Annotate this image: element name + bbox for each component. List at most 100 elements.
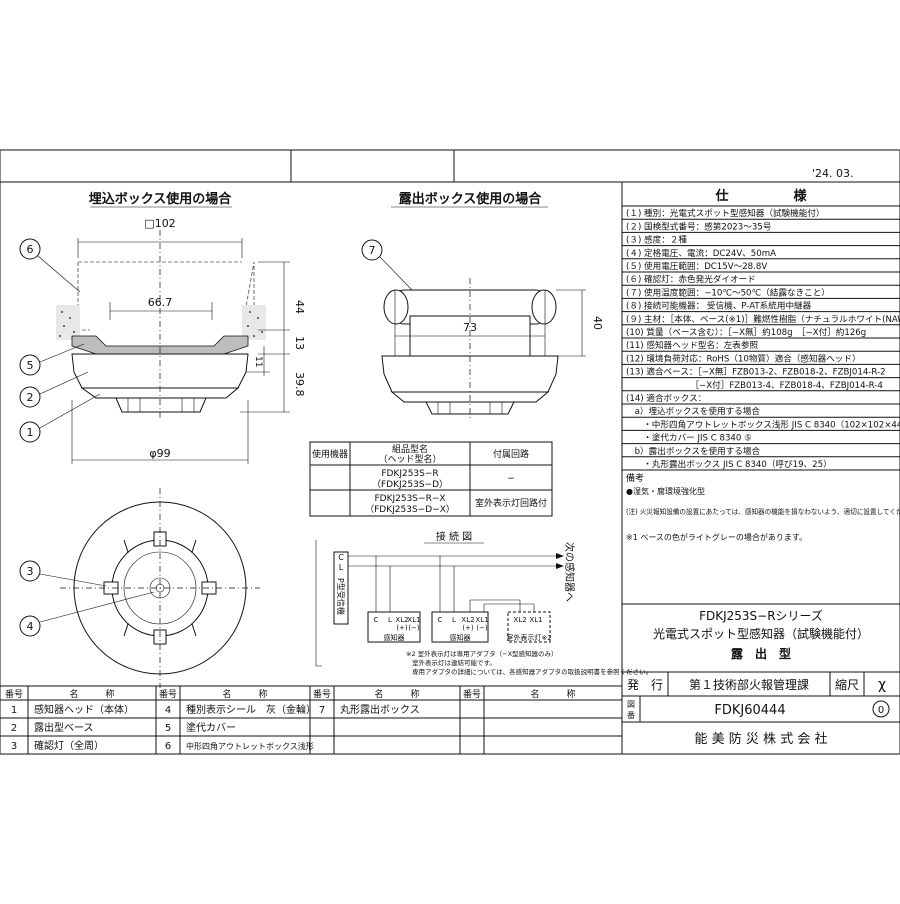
spec-row: (10) 質量（ベース含む）：［−X無］約108g ［−X付］約126g [626, 326, 866, 338]
svg-text:室外表示灯は連結可能です。: 室外表示灯は連結可能です。 [412, 658, 496, 667]
spec-table: 仕 様 (１) 種別：光電式スポット型感知器（試験機能付）(２) 国検型式番号：… [622, 188, 900, 542]
spec-row: ・中形四角アウトレットボックス浅形 JIS C 8340（102×102×44） [626, 418, 900, 430]
part-number: 1 [11, 705, 17, 716]
svg-text:L: L [388, 616, 392, 624]
dim-44: 44 [293, 300, 306, 314]
svg-text:(−): (−) [408, 624, 420, 632]
parts-header-name: 名 称 [374, 688, 419, 700]
spec-row: (２) 国検型式番号：感第2023～35号 [626, 220, 771, 232]
dim-40: 40 [591, 316, 604, 330]
remark-item: (注) 火災報知設備の設置にあたっては、感知器の機能を損なわないよう、適切に設置… [626, 507, 900, 516]
spec-row: (９) 主材：［本体、ベース(※1)］難燃性樹脂（ナチュラルホワイト(NAW) … [626, 313, 900, 325]
parts-header-no: 番号 [463, 688, 481, 700]
part-name: 丸形露出ボックス [340, 703, 420, 716]
svg-text:5: 5 [27, 359, 34, 372]
part-name: 確認灯（全周） [34, 739, 104, 752]
svg-text:−: − [507, 474, 515, 484]
wiring-diagram: 接 続 図 C L P型受信機 次の感知器へ C L XL2 XL1 (+) (… [315, 530, 652, 676]
svg-text:第１技術部火報管理課: 第１技術部火報管理課 [689, 677, 809, 692]
svg-text:感知器: 感知器 [384, 633, 405, 642]
spec-row: (１) 種別：光電式スポット型感知器（試験機能付） [626, 207, 825, 219]
svg-text:XL2: XL2 [513, 616, 526, 624]
svg-text:XL2: XL2 [461, 616, 474, 624]
svg-text:1: 1 [27, 426, 34, 439]
svg-text:(+): (+) [462, 624, 474, 632]
svg-text:(+): (+) [396, 624, 408, 632]
part-name: 種別表示シール 灰（金輪） [186, 703, 316, 716]
part-name: 中形四角アウトレットボックス浅形 [186, 741, 314, 751]
balloon-4: 4 [27, 620, 34, 633]
spec-row: (12) 環境負荷対応：RoHS（10物質）適合（感知器ヘッド） [626, 352, 861, 364]
svg-text:（ヘッド型名）: （ヘッド型名） [378, 453, 441, 465]
spec-row: (３) 感度：２種 [626, 234, 687, 246]
svg-text:図: 図 [627, 700, 635, 709]
svg-text:(−): (−) [476, 624, 488, 632]
spec-row: (14) 適合ボックス： [626, 392, 706, 404]
svg-text:※2 室外表示灯は専用アダプタ（−X型感知器のみ）: ※2 室外表示灯は専用アダプタ（−X型感知器のみ） [406, 649, 558, 658]
spec-row: ・塗代カバー JIS C 8340 ⑤ [626, 432, 752, 444]
dim-13: 13 [293, 336, 306, 350]
svg-text:C: C [374, 616, 379, 624]
svg-text:6: 6 [27, 243, 34, 256]
svg-text:2: 2 [27, 391, 34, 404]
spec-row: (４) 定格電圧、電流：DC24V、50mA [626, 247, 776, 259]
svg-text:縮尺: 縮尺 [835, 677, 859, 692]
svg-text:次の感知器へ: 次の感知器へ [563, 542, 576, 602]
spec-row: (５) 使用電圧範囲：DC15V～28.8V [626, 260, 767, 272]
outer-frame [0, 149, 900, 755]
exposed-box-title: 露出ボックス使用の場合 [399, 191, 543, 207]
part-name: 感知器ヘッド（本体） [34, 703, 134, 716]
svg-text:付属回路: 付属回路 [493, 448, 529, 460]
svg-text:XL2: XL2 [395, 616, 408, 624]
part-number: 7 [319, 705, 325, 716]
flush-box-side-view: □102 66.7 44 13 11 [19, 217, 306, 464]
parts-header-name: 名 称 [69, 688, 114, 700]
part-name: 塗代カバー [186, 721, 236, 734]
spec-title: 仕 様 [714, 188, 807, 204]
dim-66-7: 66.7 [148, 296, 173, 309]
svg-text:発 行: 発 行 [627, 678, 663, 692]
svg-text:0: 0 [878, 705, 884, 716]
dim-73: 73 [463, 321, 477, 334]
balloon-3: 3 [27, 565, 34, 578]
parts-header-name: 名 称 [530, 688, 575, 700]
balloon-1: 1 [19, 393, 101, 443]
balloon-7: 7 [369, 244, 376, 257]
svg-text:χ: χ [878, 677, 886, 693]
svg-text:室外表示灯※2: 室外表示灯※2 [506, 633, 551, 642]
spec-row: (13) 適合ベース：［−X無］FZB013-2、FZB018-2、FZBJ01… [626, 366, 886, 378]
drawing-number: FDKJ60444 [714, 703, 785, 718]
svg-text:FDKJ253S−R−X: FDKJ253S−R−X [374, 494, 445, 504]
part-name: 露出型ベース [34, 721, 94, 734]
svg-text:FDKJ253S−R: FDKJ253S−R [381, 469, 438, 479]
balloon-2: 2 [19, 371, 89, 408]
svg-text:XL1: XL1 [407, 616, 420, 624]
exposed-box-side-view: 7 73 40 [361, 239, 604, 420]
company-name: 能 美 防 災 株 式 会 社 [695, 731, 828, 747]
svg-text:番: 番 [627, 710, 635, 720]
spec-row: (８) 接続可能機器： 受信機、P-AT系統用中継器 [626, 300, 812, 312]
remarks-label: 備考 [626, 472, 644, 484]
part-number: 4 [165, 705, 171, 716]
dim-11: 11 [253, 356, 263, 367]
dim-39-8: 39.8 [293, 372, 306, 397]
svg-text:使用機器: 使用機器 [312, 448, 348, 460]
svg-text:室外表示灯回路付: 室外表示灯回路付 [475, 497, 547, 509]
svg-text:（FDKJ253S−D）: （FDKJ253S−D） [372, 479, 448, 490]
svg-text:感知器: 感知器 [450, 633, 471, 642]
svg-text:C: C [338, 553, 344, 562]
parts-header-no: 番号 [5, 688, 23, 700]
parts-header-no: 番号 [159, 688, 177, 700]
series-name: FDKJ253S−Rシリーズ [699, 608, 823, 623]
parts-header-name: 名 称 [222, 688, 267, 700]
svg-text:C: C [438, 616, 443, 624]
svg-text:専用アダプタの詳細については、各感知器アダプタの取扱説明書を: 専用アダプタの詳細については、各感知器アダプタの取扱説明書を参照ください。 [412, 667, 652, 676]
svg-text:XL1: XL1 [529, 616, 542, 624]
dim-99: φ99 [149, 447, 170, 460]
balloon-6: 6 [19, 238, 81, 293]
part-number: 3 [11, 741, 17, 752]
svg-text:組品型名: 組品型名 [392, 443, 428, 455]
balloon-5: 5 [19, 343, 85, 376]
